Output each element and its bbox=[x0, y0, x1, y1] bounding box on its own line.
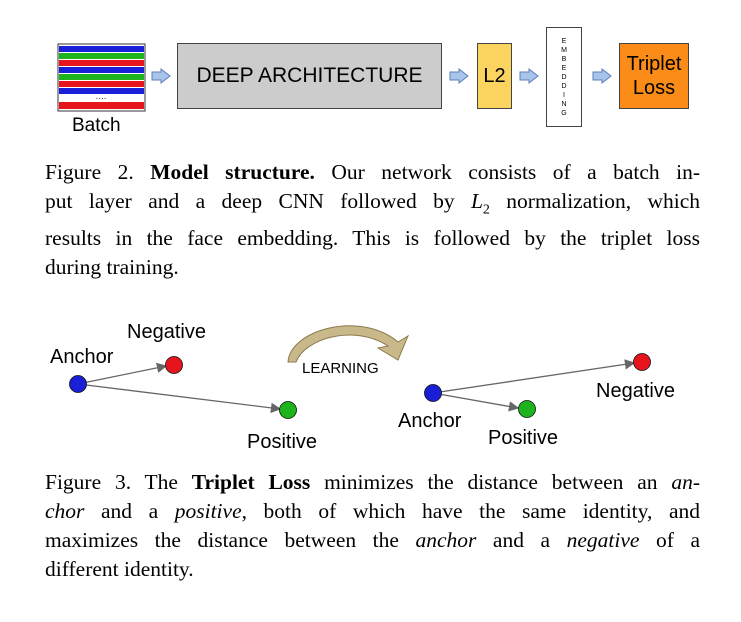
caption-italic: positive bbox=[174, 499, 242, 523]
anchor-negative-line bbox=[432, 359, 636, 394]
caption-italic: an- bbox=[671, 470, 701, 494]
caption-math-subscript: 2 bbox=[482, 202, 490, 218]
caption-bold-title: Triplet Loss bbox=[191, 470, 311, 494]
negative-label: Negative bbox=[596, 380, 675, 402]
caption-text: during training. bbox=[45, 255, 179, 280]
embedding-letter: M bbox=[561, 46, 567, 54]
caption-text: maximizes the distance between the bbox=[45, 528, 416, 552]
flow-arrow-icon bbox=[592, 68, 612, 84]
negative-point bbox=[633, 353, 651, 371]
figure-3-caption: Figure 3. The Triplet Loss minimizes the… bbox=[45, 468, 700, 584]
anchor-label: Anchor bbox=[398, 410, 462, 432]
batch-dots: .... bbox=[95, 91, 106, 102]
anchor-point bbox=[424, 384, 442, 402]
caption-text: results in the face embedding. This is f… bbox=[45, 226, 700, 251]
positive-label: Positive bbox=[488, 427, 559, 449]
l2-label: L2 bbox=[483, 64, 506, 87]
embedding-letter: N bbox=[561, 100, 567, 108]
l2-box: L2 bbox=[477, 43, 512, 109]
caption-italic: anchor bbox=[415, 528, 477, 552]
triplet-label-line2: Loss bbox=[632, 77, 676, 99]
anchor-label: Anchor bbox=[50, 346, 114, 368]
embedding-letter: E bbox=[561, 37, 567, 45]
embedding-letter: B bbox=[561, 55, 567, 63]
batch-label: Batch bbox=[72, 115, 121, 136]
deep-architecture-label: DEEP ARCHITECTURE bbox=[196, 64, 423, 87]
negative-label: Negative bbox=[127, 321, 206, 343]
figure-3-diagram: Negative Anchor Positive LEARNING Negati… bbox=[0, 300, 741, 470]
caption-text: and a bbox=[476, 528, 567, 552]
batch-stack-icon: .... bbox=[57, 43, 146, 112]
positive-point bbox=[279, 401, 297, 419]
embedding-letter: E bbox=[561, 64, 567, 72]
caption-text: of a bbox=[639, 528, 700, 552]
anchor-point bbox=[69, 375, 87, 393]
deep-architecture-box: DEEP ARCHITECTURE bbox=[177, 43, 442, 109]
anchor-positive-line bbox=[77, 383, 282, 414]
embedding-box: E M B E D D I N G bbox=[546, 27, 582, 127]
caption-text: , both of which have the same identity, … bbox=[241, 499, 700, 523]
embedding-letter: I bbox=[563, 91, 565, 99]
learning-arrow-icon bbox=[287, 325, 410, 363]
caption-text: Our network consists of a batch in- bbox=[331, 160, 701, 184]
anchor-negative-line bbox=[77, 362, 168, 385]
flow-arrow-icon bbox=[151, 68, 171, 84]
triplet-label-line1: Triplet bbox=[626, 53, 682, 75]
embedding-label: E M B E D D I N G bbox=[561, 37, 567, 118]
learning-label: LEARNING bbox=[302, 360, 379, 377]
figure-2-diagram: .... Batch DEEP ARCHITECTURE L2 E M B E … bbox=[0, 0, 741, 150]
caption-bold-title: Model structure. bbox=[150, 160, 315, 184]
caption-text: different identity. bbox=[45, 557, 194, 581]
triplet-diagram-svg bbox=[69, 325, 651, 419]
negative-point bbox=[165, 356, 183, 374]
caption-math: L bbox=[470, 189, 483, 213]
embedding-letter: D bbox=[561, 73, 567, 81]
positive-label: Positive bbox=[247, 431, 318, 453]
embedding-letter: G bbox=[561, 109, 567, 117]
anchor-positive-line bbox=[432, 392, 520, 412]
caption-prefix: Figure 2. bbox=[45, 160, 134, 184]
flow-arrow-icon bbox=[449, 68, 469, 84]
caption-italic: chor bbox=[45, 499, 85, 523]
figure-2-caption: Figure 2. Model structure. Our network c… bbox=[45, 158, 700, 282]
caption-italic: negative bbox=[566, 528, 640, 552]
caption-text: put layer and a deep CNN followed by bbox=[45, 189, 471, 213]
embedding-letter: D bbox=[561, 82, 567, 90]
caption-text: Figure 3. The bbox=[45, 470, 192, 494]
positive-point bbox=[518, 400, 536, 418]
caption-text: normalization, which bbox=[489, 189, 700, 213]
triplet-loss-box: Triplet Loss bbox=[619, 43, 689, 109]
flow-arrow-icon bbox=[519, 68, 539, 84]
caption-text: and a bbox=[84, 499, 175, 523]
caption-text: minimizes the distance between an bbox=[310, 470, 672, 494]
